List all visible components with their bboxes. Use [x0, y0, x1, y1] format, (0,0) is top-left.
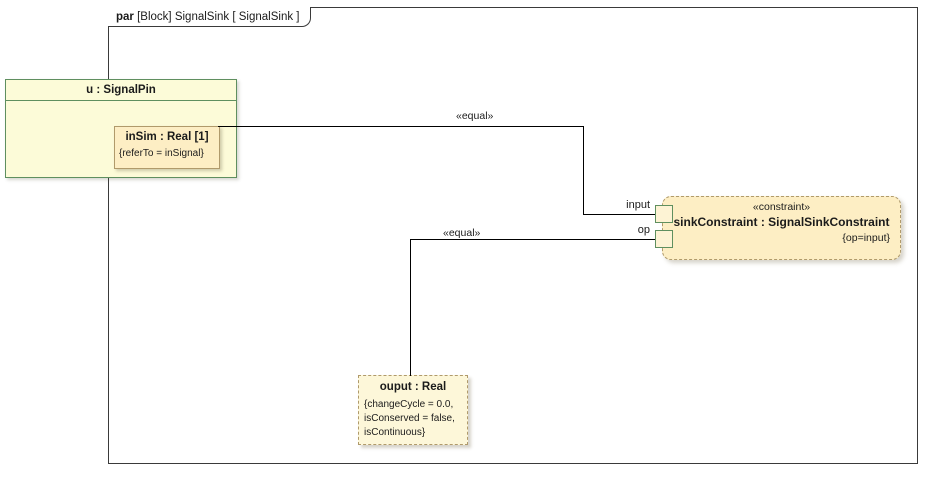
port-label-input: input — [626, 199, 650, 211]
ouput-constraint-line-2: isConserved = false, — [364, 413, 455, 424]
constraint-block-sinkconstraint[interactable]: «constraint» sinkConstraint : SignalSink… — [662, 196, 901, 260]
connector-insim-input-segment-h1[interactable] — [218, 126, 584, 127]
value-property-ouput-constraints: {changeCycle = 0.0, isConserved = false, i… — [359, 395, 467, 440]
connector-insim-input-segment-h2[interactable] — [583, 214, 655, 215]
connector-label-equal-bottom: «equal» — [443, 227, 481, 239]
constraint-parameter-port-input[interactable] — [655, 205, 673, 223]
part-block-signalpin[interactable]: u : SignalPin inSim : Real [1] {referTo … — [5, 79, 237, 178]
ouput-constraint-line-1: {changeCycle = 0.0, — [364, 399, 454, 410]
ouput-constraint-line-3: isContinuous} — [364, 427, 426, 438]
connector-insim-input-segment-v[interactable] — [583, 126, 584, 215]
constraint-block-stereotype: «constraint» — [752, 201, 811, 213]
value-property-insim-constraints: {referTo = inSignal} — [119, 148, 204, 159]
port-label-op: op — [637, 224, 650, 236]
value-property-insim-title: inSim : Real [1] — [125, 131, 209, 143]
connector-op-ouput-segment-h[interactable] — [410, 239, 655, 240]
frame-left-border-lower — [108, 178, 109, 464]
value-property-ouput-title: ouput : Real — [379, 381, 447, 393]
frame-header-tab: par [Block] SignalSink [ SignalSink ] — [108, 7, 311, 27]
frame-element-name: SignalSink — [174, 11, 230, 23]
connector-op-ouput-segment-v[interactable] — [410, 239, 411, 376]
frame-element-type: [Block] — [137, 11, 172, 23]
constraint-parameter-port-op[interactable] — [655, 230, 673, 248]
connector-label-equal-top: «equal» — [456, 110, 494, 122]
frame-diagram-name: [ SignalSink ] — [232, 11, 300, 23]
part-block-title: u : SignalPin — [6, 80, 236, 101]
frame-keyword: par — [116, 11, 134, 23]
constraint-block-name: sinkConstraint : SignalSinkConstraint — [673, 215, 890, 229]
frame-left-border-upper — [108, 27, 109, 79]
constraint-block-expression: {op=input} — [842, 232, 890, 244]
value-property-insim[interactable]: inSim : Real [1] {referTo = inSignal} — [114, 126, 220, 169]
part-block-body: inSim : Real [1] {referTo = inSignal} — [6, 101, 236, 177]
value-property-ouput[interactable]: ouput : Real {changeCycle = 0.0, isConser… — [358, 375, 468, 445]
